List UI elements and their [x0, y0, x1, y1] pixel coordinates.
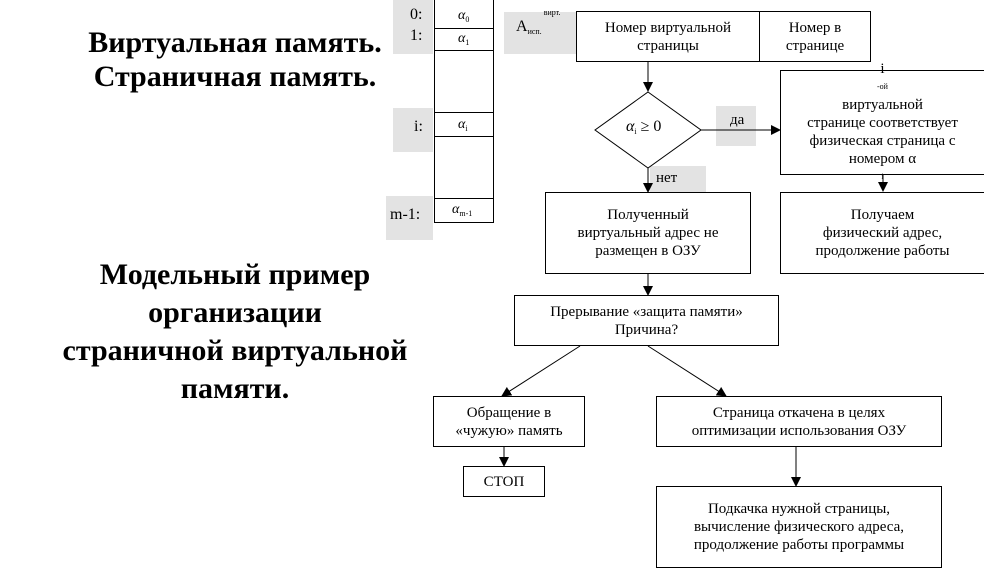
- yes-label-bg: [716, 106, 756, 146]
- page-table: [434, 0, 494, 223]
- stop-box: СТОП: [463, 466, 545, 497]
- subtitle-line-2: организации: [148, 296, 322, 329]
- decision-condition: αi ≥ 0: [626, 118, 662, 136]
- physical-address-box: Получаем физический адрес, продолжение р…: [780, 192, 984, 274]
- page-table-row-divider: [434, 28, 494, 29]
- no-label: нет: [656, 170, 678, 186]
- index-label-bg-i: [393, 108, 433, 152]
- swapped-out-box: Страница откачена в целях оптимизации ис…: [656, 396, 942, 447]
- title-line-2: Страничная память.: [93, 60, 377, 93]
- page-cell-0: α0: [458, 8, 470, 24]
- page-table-row-divider: [434, 136, 494, 137]
- page-index-i: i:: [414, 118, 423, 135]
- subtitle-line-1: Модельный пример: [99, 258, 371, 291]
- address-label-bg: [504, 12, 576, 54]
- page-table-row-divider: [434, 50, 494, 51]
- index-label-bg-0: [393, 0, 433, 54]
- virtual-address-label: Aисп.вирт.: [516, 8, 561, 36]
- page-table-row-divider: [434, 198, 494, 199]
- no-label-bg: [650, 166, 706, 192]
- page-title: Виртуальная память. Страничная память.: [60, 26, 410, 94]
- subtitle-line-3: страничной виртуальной: [62, 334, 408, 367]
- page-cell-i: αi: [458, 117, 468, 133]
- page-cell-1: α1: [458, 31, 470, 47]
- page-index-m1: m-1:: [390, 206, 421, 223]
- interrupt-box: Прерывание «защита памяти» Причина?: [514, 295, 779, 346]
- page-subtitle: Модельный пример организации страничной …: [30, 256, 440, 408]
- yes-label: да: [730, 112, 745, 128]
- foreign-memory-box: Обращение в «чужую» память: [433, 396, 585, 447]
- title-line-1: Виртуальная память.: [88, 26, 382, 59]
- page-table-row-divider: [434, 112, 494, 113]
- page-cell-m1: αm-1: [452, 202, 473, 218]
- not-in-ram-box: Полученный виртуальный адрес не размещен…: [545, 192, 751, 274]
- subtitle-line-4: памяти.: [180, 372, 290, 405]
- index-label-bg-m1: [386, 196, 433, 240]
- page-index-0: 0:: [410, 6, 423, 23]
- page-in-box: Подкачка нужной страницы, вычисление физ…: [656, 486, 942, 568]
- page-index-1: 1:: [410, 27, 423, 44]
